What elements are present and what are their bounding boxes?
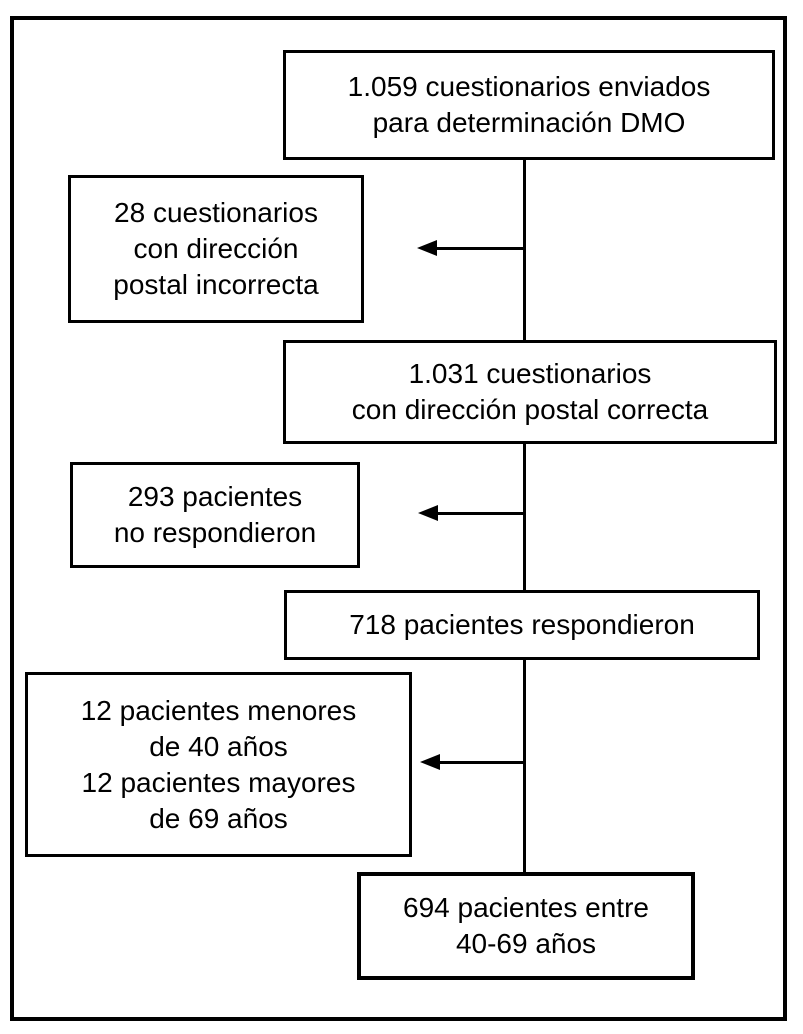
- arrow-shaft: [440, 760, 525, 764]
- main-flow-line: [523, 160, 526, 874]
- node-text-line: 12 pacientes mayores: [81, 766, 356, 798]
- arrow-to-no-response: [418, 505, 525, 521]
- node-text-line: con dirección: [133, 233, 299, 264]
- arrow-to-wrong-address: [417, 240, 525, 256]
- node-text-line: para determinación DMO: [372, 107, 686, 138]
- arrow-to-age-excluded: [420, 754, 525, 770]
- node-final-sample: 694 pacientes entre 40-69 años: [357, 872, 695, 980]
- node-text-line: no respondieron: [113, 517, 317, 548]
- arrow-shaft: [437, 246, 525, 250]
- node-text-line: 293 pacientes: [127, 481, 303, 512]
- node-age-excluded: 12 pacientes menores de 40 años 12 pacie…: [25, 672, 412, 857]
- node-questionnaires-sent: 1.059 cuestionarios enviados para determ…: [283, 50, 775, 160]
- node-text-line: 718 pacientes respondieron: [349, 609, 695, 640]
- node-text-line: 694 pacientes entre: [403, 892, 649, 923]
- arrow-left-icon: [417, 240, 437, 256]
- node-text-line: 1.059 cuestionarios enviados: [347, 71, 711, 102]
- arrow-left-icon: [420, 754, 440, 770]
- node-text-line: con dirección postal correcta: [351, 394, 709, 425]
- node-no-response: 293 pacientes no respondieron: [70, 462, 360, 568]
- diagram-border-frame: [10, 16, 787, 1021]
- arrow-shaft: [438, 511, 525, 515]
- node-text-line: 28 cuestionarios: [114, 197, 318, 228]
- node-text-line: de 40 años: [149, 730, 288, 762]
- node-text-line: 12 pacientes menores: [80, 694, 357, 726]
- node-correct-postal-address: 1.031 cuestionarios con dirección postal…: [283, 340, 777, 444]
- node-text-line: 40-69 años: [455, 928, 597, 959]
- node-wrong-postal-address: 28 cuestionarios con dirección postal in…: [68, 175, 364, 323]
- node-text-line: de 69 años: [149, 802, 288, 834]
- arrow-left-icon: [418, 505, 438, 521]
- node-text-line: postal incorrecta: [113, 269, 319, 300]
- node-patients-responded: 718 pacientes respondieron: [284, 590, 760, 660]
- node-text-line: 1.031 cuestionarios: [408, 358, 652, 389]
